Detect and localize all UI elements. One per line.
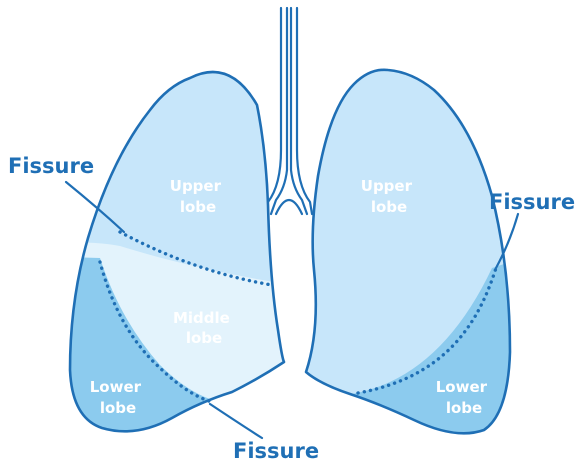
fissure-bottom-leader — [210, 404, 262, 438]
fissure-right-label: Fissure — [489, 190, 575, 214]
airway — [266, 8, 312, 230]
right-lung: Upper lobe Middle lobe Lower lobe — [0, 0, 300, 465]
left-lung: Upper lobe Lower lobe — [290, 0, 576, 465]
airway-fill — [268, 8, 310, 230]
fissure-bottom-label: Fissure — [233, 439, 319, 463]
fissure-left-label: Fissure — [8, 154, 94, 178]
